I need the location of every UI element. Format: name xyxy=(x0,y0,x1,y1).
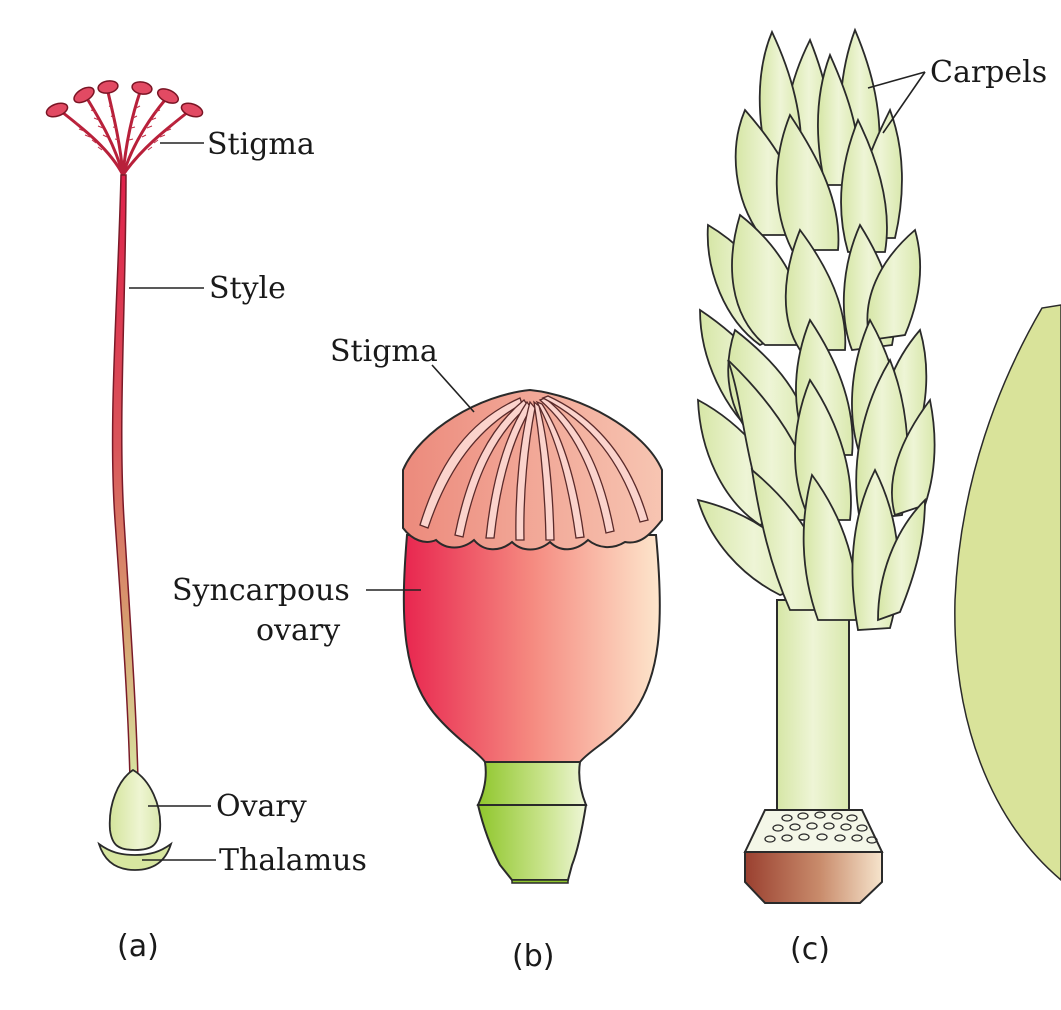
figure-a-labels: Stigma Style Ovary Thalamus (a) xyxy=(117,127,367,964)
figure-b-labels: Stigma Syncarpous ovary (b) xyxy=(172,334,554,974)
figure-c-carpels xyxy=(696,27,936,904)
label-syncarpous: Syncarpous xyxy=(172,573,350,608)
base-b xyxy=(511,879,569,884)
neck-b-lower xyxy=(476,804,588,881)
thalamus-c-pits-icon xyxy=(764,811,878,844)
label-ovary-b: ovary xyxy=(256,613,340,648)
stalk-c xyxy=(776,599,850,811)
label-ovary-a: Ovary xyxy=(216,789,307,824)
label-thalamus-a: Thalamus xyxy=(219,843,367,878)
carpel-cluster xyxy=(696,27,936,631)
ovary-b xyxy=(402,534,661,763)
figure-c-labels: Carpels (c) xyxy=(790,55,1047,967)
label-carpels: Carpels xyxy=(930,55,1047,90)
label-style-a: Style xyxy=(209,271,286,306)
stigma-a-tips-icon xyxy=(45,80,204,118)
neck-b-upper xyxy=(476,761,588,806)
thalamus-c-base xyxy=(744,851,883,904)
caption-c: (c) xyxy=(790,932,830,967)
label-stigma-b: Stigma xyxy=(330,334,438,369)
style-a xyxy=(111,174,139,781)
figure-b-carpel xyxy=(402,388,663,884)
label-stigma-a: Stigma xyxy=(207,127,315,162)
stigma-a-fringe-icon xyxy=(74,105,176,151)
caption-b: (b) xyxy=(512,939,554,974)
partial-leaf-d xyxy=(954,304,1061,881)
thalamus-a xyxy=(97,841,173,871)
ovary-a xyxy=(108,768,162,851)
stigma-b-ridges-icon xyxy=(419,395,649,541)
stigma-a-branches-icon xyxy=(61,91,189,176)
figure-a-carpel xyxy=(45,80,204,871)
caption-a: (a) xyxy=(117,929,159,964)
